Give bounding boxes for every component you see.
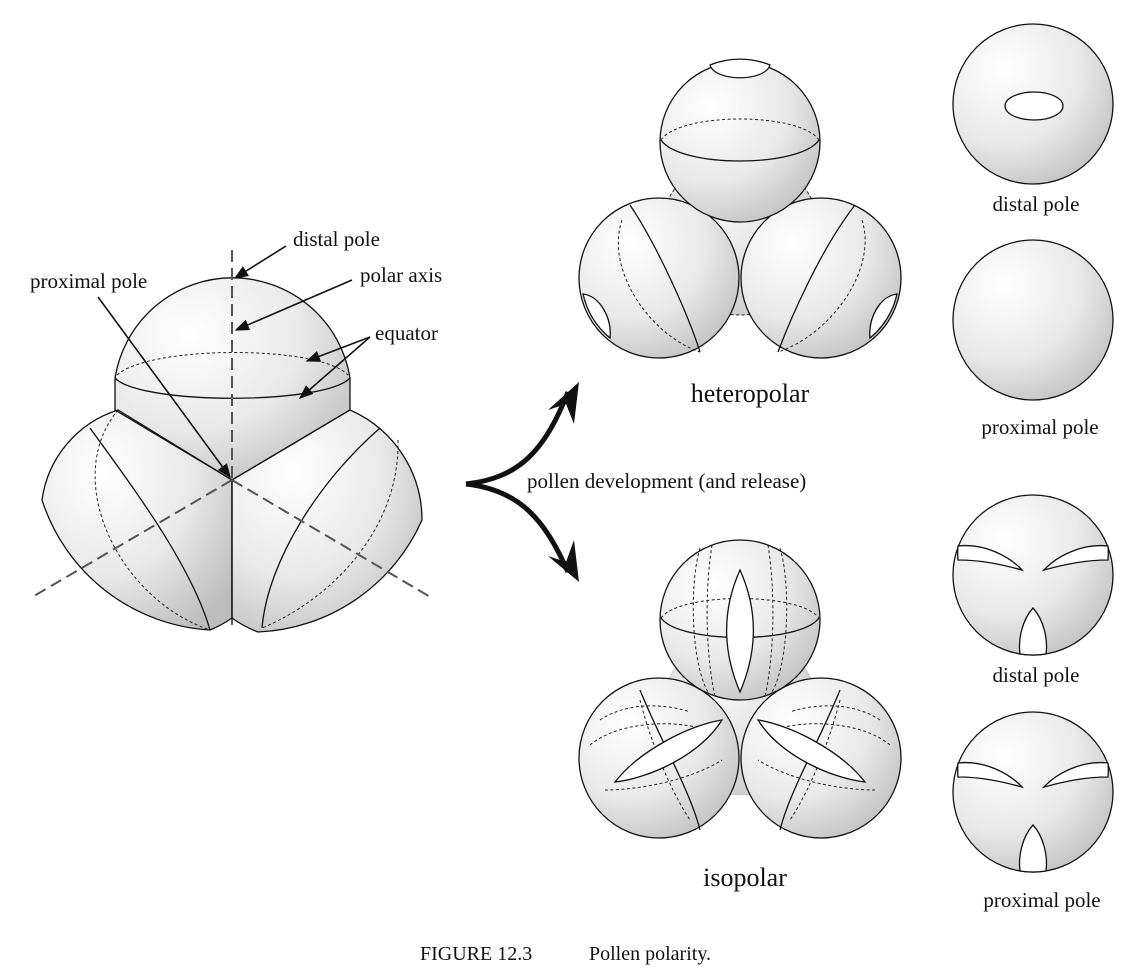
figure-caption: FIGURE 12.3 Pollen polarity. [420, 943, 711, 965]
proximal-pole-label: proximal pole [30, 269, 147, 293]
heteropolar-distal-view: distal pole [952, 23, 1114, 216]
heteropolar-title: heteropolar [691, 379, 810, 408]
equator-label: equator [375, 321, 438, 345]
isopolar-title: isopolar [703, 863, 787, 892]
caption-text: Pollen polarity. [589, 943, 711, 965]
right-grain [231, 409, 423, 633]
process-label: pollen development (and release) [527, 469, 806, 493]
caption-number: FIGURE 12.3 [420, 943, 532, 965]
heteropolar-proximal-view: proximal pole [952, 239, 1114, 439]
heteropolar-tetrad: heteropolar [578, 58, 902, 408]
distal-pole-label: distal pole [293, 227, 380, 251]
development-arrows: pollen development (and release) [465, 382, 806, 582]
polar-axis-label: polar axis [360, 263, 442, 287]
isopolar-tetrad: isopolar [578, 539, 902, 892]
left-grain [41, 409, 233, 631]
isopolar-distal-view: distal pole [952, 494, 1114, 687]
tetrad-diagram: distal pole polar axis equator proximal … [30, 227, 442, 633]
isopolar-proximal-view: proximal pole [952, 711, 1114, 912]
heteropolar-distal-label: distal pole [993, 192, 1080, 216]
isopolar-distal-label: distal pole [993, 663, 1080, 687]
heteropolar-proximal-label: proximal pole [981, 415, 1098, 439]
isopolar-proximal-label: proximal pole [983, 888, 1100, 912]
